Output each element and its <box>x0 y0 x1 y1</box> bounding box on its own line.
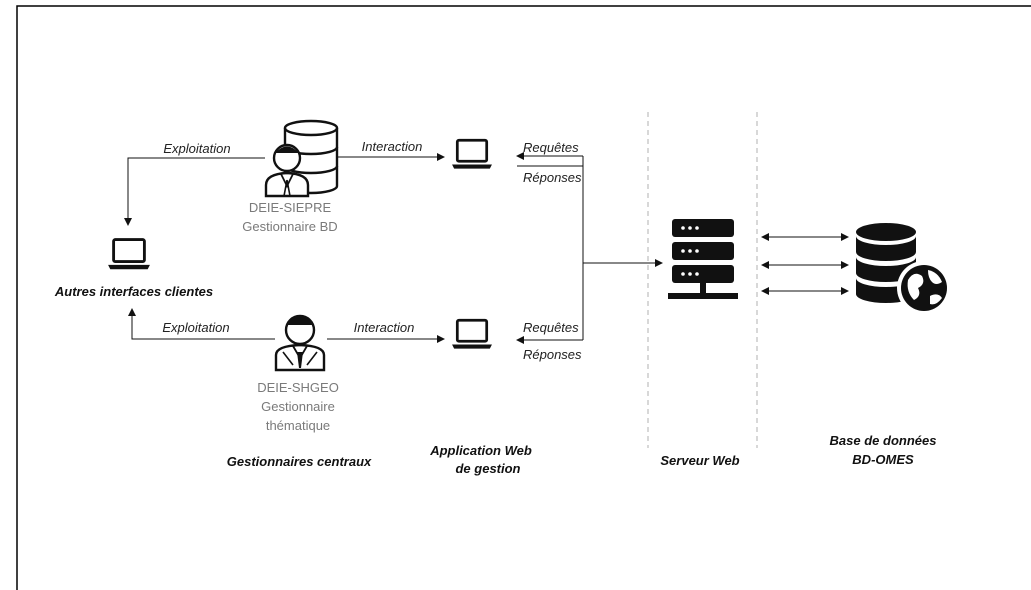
exploitation-label-top: Exploitation <box>163 141 230 156</box>
interaction-label-bottom: Interaction <box>354 320 415 335</box>
base-label-line2: BD-OMES <box>852 452 914 467</box>
shgeo-name: DEIE-SHGEO <box>257 380 339 395</box>
laptop-icon-bottom <box>451 318 493 351</box>
serveur-web-label: Serveur Web <box>660 453 739 468</box>
requetes-label-bottom: Requêtes <box>523 320 579 335</box>
shgeo-role-line1: Gestionnaire <box>261 399 335 414</box>
app-web-label-line1: Application Web <box>429 443 532 458</box>
requetes-label-top: Requêtes <box>523 140 579 155</box>
user-tie-icon <box>274 314 326 372</box>
diagram-frame <box>16 5 1031 590</box>
siepre-name: DEIE-SIEPRE <box>249 200 332 215</box>
interaction-label-top: Interaction <box>362 139 423 154</box>
database-user-icon <box>264 119 339 198</box>
database-globe-icon <box>856 223 951 315</box>
exploitation-arrow-bottom <box>128 308 275 340</box>
server-icon <box>668 219 738 299</box>
laptop-icon-client <box>107 238 151 271</box>
autres-interfaces-label: Autres interfaces clientes <box>54 284 213 299</box>
exploitation-arrow-top <box>124 157 265 226</box>
laptop-icon-top <box>451 138 493 171</box>
base-label-line1: Base de données <box>830 433 937 448</box>
gestionnaires-centraux-label: Gestionnaires centraux <box>227 454 372 469</box>
app-web-label-line2: de gestion <box>455 461 520 476</box>
reponses-label-top: Réponses <box>523 170 582 185</box>
siepre-role: Gestionnaire BD <box>242 219 337 234</box>
reponses-label-bottom: Réponses <box>523 347 582 362</box>
exploitation-label-bottom: Exploitation <box>162 320 229 335</box>
shgeo-role-line2: thématique <box>266 418 330 433</box>
